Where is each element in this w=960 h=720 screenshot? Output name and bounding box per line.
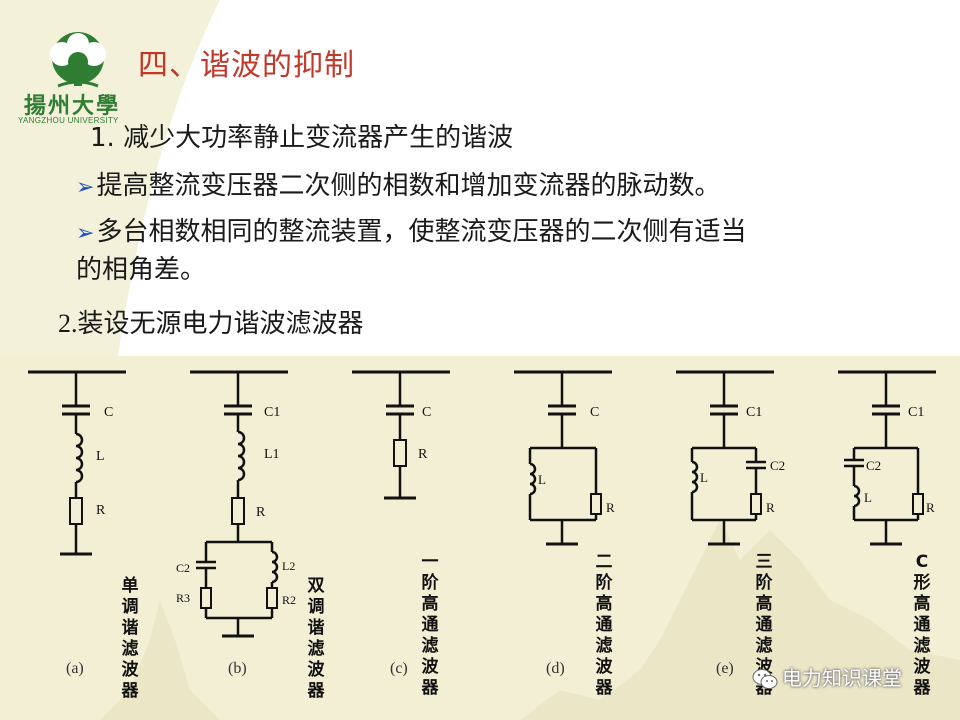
sublabel-a: (a) xyxy=(66,660,84,677)
slide-title: 四、谐波的抑制 xyxy=(138,48,355,83)
filter-name-a: 单调谐滤波器 xyxy=(121,576,139,701)
label-a-L: L xyxy=(96,449,105,464)
label-a-R: R xyxy=(96,503,106,518)
circuit-b-double-tuned xyxy=(190,370,288,638)
point-1-heading: 1. 减少大功率静止变流器产生的谐波 xyxy=(90,123,514,153)
point-2-heading: 2.装设无源电力谐波滤波器 xyxy=(58,306,364,342)
label-f-C1: C1 xyxy=(908,405,924,420)
filter-name-b: 双调谐滤波器 xyxy=(307,576,325,701)
bullet-2-text: 多台相数相同的整流装置，使整流变压器的二次侧有适当 xyxy=(96,217,747,247)
filter-name-d: 二阶高通滤波器 xyxy=(595,552,613,698)
label-b-R3: R3 xyxy=(176,591,190,605)
bullet-arrow-icon: ➢ xyxy=(76,221,95,246)
label-f-L: L xyxy=(864,490,872,505)
sublabel-b: (b) xyxy=(228,660,247,677)
bullet-1: ➢提高整流变压器二次侧的相数和增加变流器的脉动数。 xyxy=(76,168,720,206)
label-e-C1: C1 xyxy=(746,405,762,420)
label-d-R: R xyxy=(606,500,615,515)
wechat-icon xyxy=(752,669,778,689)
label-c-R: R xyxy=(418,447,428,462)
label-b-C1: C1 xyxy=(264,405,280,420)
label-c-C: C xyxy=(422,405,431,420)
label-d-C: C xyxy=(590,405,599,420)
circuit-e-third-order xyxy=(676,370,774,546)
sublabel-e: (e) xyxy=(716,660,734,677)
filter-circuit-diagrams: C L R C1 L1 R C2 R3 L2 R2 xyxy=(28,370,936,638)
label-b-C2: C2 xyxy=(176,561,190,575)
label-a-C: C xyxy=(104,405,113,420)
point-2-number: 2. xyxy=(58,309,78,338)
university-logo-name: 揚州大學 xyxy=(24,93,121,119)
filter-name-c: 一阶高通滤波器 xyxy=(421,552,439,698)
bullet-arrow-icon: ➢ xyxy=(76,175,95,200)
bullet-2: ➢多台相数相同的整流装置，使整流变压器的二次侧有适当 xyxy=(76,214,746,252)
label-b-R: R xyxy=(256,505,266,520)
label-e-R: R xyxy=(766,500,775,515)
watermark-text: 电力知识课堂 xyxy=(782,666,902,690)
label-b-R2: R2 xyxy=(282,593,296,607)
sublabel-c: (c) xyxy=(390,660,408,677)
bullet-1-text: 提高整流变压器二次侧的相数和增加变流器的脉动数。 xyxy=(96,171,721,201)
circuit-c-first-order xyxy=(352,370,450,500)
circuit-d-second-order xyxy=(514,370,612,546)
point-2-text: 装设无源电力谐波滤波器 xyxy=(77,309,364,339)
label-b-L2: L2 xyxy=(282,559,295,573)
university-logo-emblem xyxy=(50,32,106,88)
circuit-a-single-tuned xyxy=(28,370,126,556)
circuit-f-c-type xyxy=(838,370,936,546)
label-e-C2: C2 xyxy=(770,458,785,473)
label-b-L1: L1 xyxy=(264,447,280,462)
label-f-C2: C2 xyxy=(866,458,881,473)
sublabel-d: (d) xyxy=(546,660,565,677)
filter-name-e: 三阶高通滤波器 xyxy=(755,552,773,698)
label-d-L: L xyxy=(538,472,546,487)
university-logo-subtitle: YANGZHOU UNIVERSITY xyxy=(18,116,119,125)
label-e-L: L xyxy=(700,470,708,485)
label-f-R: R xyxy=(926,500,935,515)
bullet-2-continuation: 的相角差。 xyxy=(76,255,207,285)
